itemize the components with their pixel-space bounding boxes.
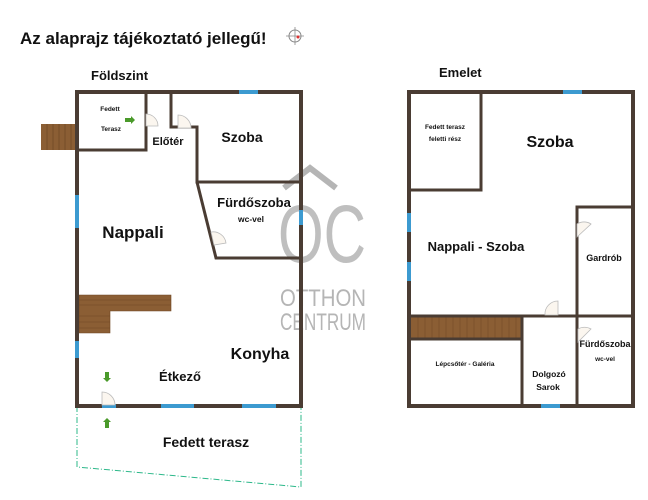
room-label: wc-vel bbox=[237, 214, 264, 224]
door bbox=[210, 231, 227, 246]
watermark-line1: OTTHON bbox=[280, 285, 366, 312]
room-label: Étkező bbox=[159, 369, 201, 384]
room-label: Fedett terasz bbox=[425, 124, 466, 131]
room-label: Szoba bbox=[221, 129, 262, 145]
room-label: Dolgozó bbox=[532, 369, 566, 379]
room-label: Szoba bbox=[526, 134, 573, 151]
room-label: wc-vel bbox=[594, 356, 615, 363]
room-label: Terasz bbox=[101, 126, 122, 133]
room-label: Fürdőszoba bbox=[217, 195, 291, 210]
arrow-up-icon bbox=[103, 418, 111, 428]
watermark-line2: CENTRUM bbox=[280, 309, 366, 336]
disclaimer-title: Az alaprajz tájékoztató jellegű! bbox=[20, 29, 267, 48]
room-label: Előtér bbox=[152, 136, 184, 148]
room-label: Lépcsőtér - Galéria bbox=[436, 361, 495, 368]
watermark-logo: OC OTTHON CENTRUM bbox=[278, 164, 366, 336]
room-label: Nappali bbox=[102, 223, 163, 242]
room-label: feletti rész bbox=[429, 136, 462, 143]
room-label: Nappali - Szoba bbox=[428, 239, 526, 254]
room-label: Fedett terasz bbox=[163, 434, 249, 450]
covered-terrace-outline bbox=[76, 406, 302, 488]
room-label: Sarok bbox=[536, 382, 560, 392]
door bbox=[544, 300, 559, 316]
ground-floor-title: Földszint bbox=[91, 68, 149, 83]
svg-text:OC: OC bbox=[278, 189, 366, 280]
compass-icon bbox=[286, 27, 304, 45]
ground-floor-plan: Földszint bbox=[41, 68, 303, 488]
arrow-down-icon bbox=[103, 372, 111, 382]
door bbox=[101, 391, 116, 406]
door bbox=[177, 114, 192, 129]
upper-floor-plan: Emelet Fedett terasz bbox=[407, 65, 635, 408]
door bbox=[576, 221, 592, 238]
stairs bbox=[411, 317, 522, 339]
room-label: Fürdőszoba bbox=[580, 339, 632, 349]
room-label: Gardrób bbox=[586, 253, 622, 263]
upper-floor-title: Emelet bbox=[439, 65, 482, 80]
room-label: Fedett bbox=[100, 106, 120, 113]
room-label: Konyha bbox=[231, 346, 290, 363]
door bbox=[145, 113, 159, 127]
arrow-right-icon bbox=[125, 116, 135, 124]
entrance-stairs bbox=[41, 124, 77, 150]
door bbox=[577, 326, 592, 343]
interior-stairs bbox=[78, 294, 172, 334]
